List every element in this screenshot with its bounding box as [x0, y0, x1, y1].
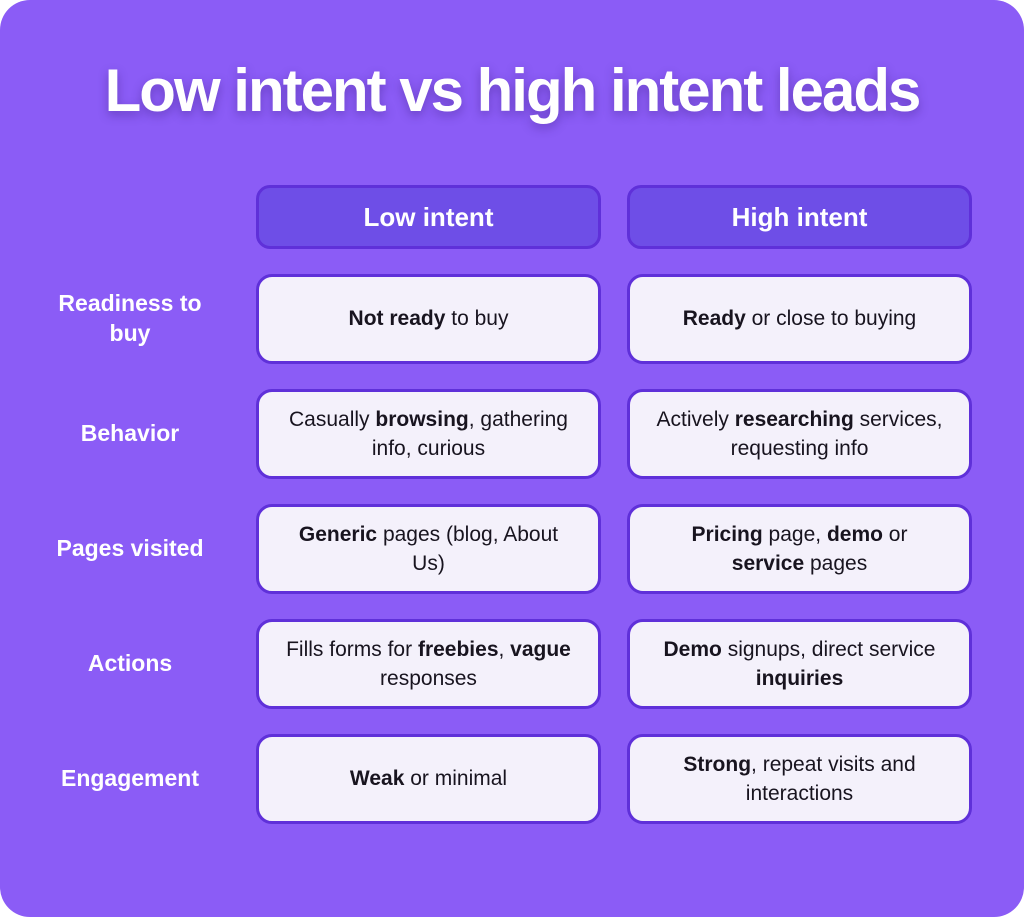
cell-text-segment: browsing: [375, 407, 469, 431]
table-corner-spacer: [30, 185, 230, 249]
cell-readiness-to-buy-high: Ready or close to buying: [627, 274, 972, 364]
cell-text-segment: Generic: [298, 522, 378, 546]
cell-text-segment: Demo: [663, 637, 722, 661]
cell-text-segment: service: [731, 552, 805, 575]
cell-text-segment: to buy: [445, 307, 509, 331]
cell-text-segment: or close to buying: [745, 307, 917, 331]
cell-text-segment: , gathering info, curious: [371, 407, 568, 460]
cell-text: Pricing page, demo or service pages: [656, 520, 943, 579]
cell-readiness-to-buy-low: Not ready to buy: [256, 274, 601, 364]
page-title: Low intent vs high intent leads: [104, 57, 922, 124]
cell-text-segment: vague: [510, 637, 571, 661]
cell-actions-low: Fills forms for freebies, vague response…: [256, 619, 601, 709]
cell-pages-visited-low: Generic pages (blog, About Us): [256, 504, 601, 594]
cell-text-segment: Strong: [683, 752, 752, 776]
cell-text-segment: or: [882, 522, 908, 546]
cell-text: Fills forms for freebies, vague response…: [285, 635, 572, 694]
cell-text-segment: services, requesting info: [730, 407, 943, 460]
cell-pages-visited-high: Pricing page, demo or service pages: [627, 504, 972, 594]
cell-text: Ready or close to buying: [683, 304, 916, 333]
cell-text-segment: pages: [804, 552, 868, 575]
cell-text: Casually browsing, gathering info, curio…: [285, 405, 572, 464]
row-label-actions: Actions: [87, 650, 173, 677]
cell-text: Generic pages (blog, About Us): [285, 520, 572, 579]
cell-text: Strong, repeat visits and interactions: [656, 750, 943, 809]
cell-text: Demo signups, direct service inquiries: [656, 635, 943, 694]
cell-text: Weak or minimal: [350, 764, 507, 793]
cell-text-segment: inquiries: [755, 667, 844, 690]
row-label-engagement: Engagement: [60, 765, 200, 792]
cell-text-segment: Pricing: [691, 522, 763, 546]
cell-text-segment: Fills forms for: [286, 637, 418, 661]
row-label-behavior: Behavior: [80, 420, 180, 447]
cell-text-segment: , repeat visits and interactions: [745, 752, 916, 805]
cell-text-segment: page,: [762, 522, 827, 546]
column-header-low-intent: Low intent: [256, 185, 601, 249]
cell-text-segment: Ready: [682, 307, 746, 331]
cell-text-segment: or minimal: [404, 767, 508, 791]
cell-text-segment: signups, direct service: [721, 637, 936, 661]
cell-text-segment: Actively: [656, 407, 735, 431]
cell-text-segment: ,: [498, 637, 511, 661]
cell-engagement-low: Weak or minimal: [256, 734, 601, 824]
cell-text-segment: freebies: [417, 637, 499, 661]
comparison-table: Low intent High intent Readiness to buy N…: [0, 185, 1024, 824]
cell-text: Not ready to buy: [349, 304, 509, 333]
cell-actions-high: Demo signups, direct service inquiries: [627, 619, 972, 709]
column-header-high-intent: High intent: [627, 185, 972, 249]
cell-text-segment: Casually: [289, 407, 376, 431]
cell-behavior-low: Casually browsing, gathering info, curio…: [256, 389, 601, 479]
cell-text-segment: responses: [380, 667, 477, 690]
cell-behavior-high: Actively researching services, requestin…: [627, 389, 972, 479]
cell-text: Actively researching services, requestin…: [656, 405, 943, 464]
cell-text-segment: researching: [734, 407, 854, 431]
row-label-readiness-to-buy: Readiness to buy: [58, 290, 202, 346]
cell-text-segment: Weak: [349, 767, 405, 791]
cell-text-segment: demo: [826, 522, 883, 546]
row-label-pages-visited: Pages visited: [56, 535, 204, 562]
cell-engagement-high: Strong, repeat visits and interactions: [627, 734, 972, 824]
cell-text-segment: Not ready: [348, 307, 446, 331]
cell-text-segment: pages (blog, About Us): [377, 522, 559, 575]
